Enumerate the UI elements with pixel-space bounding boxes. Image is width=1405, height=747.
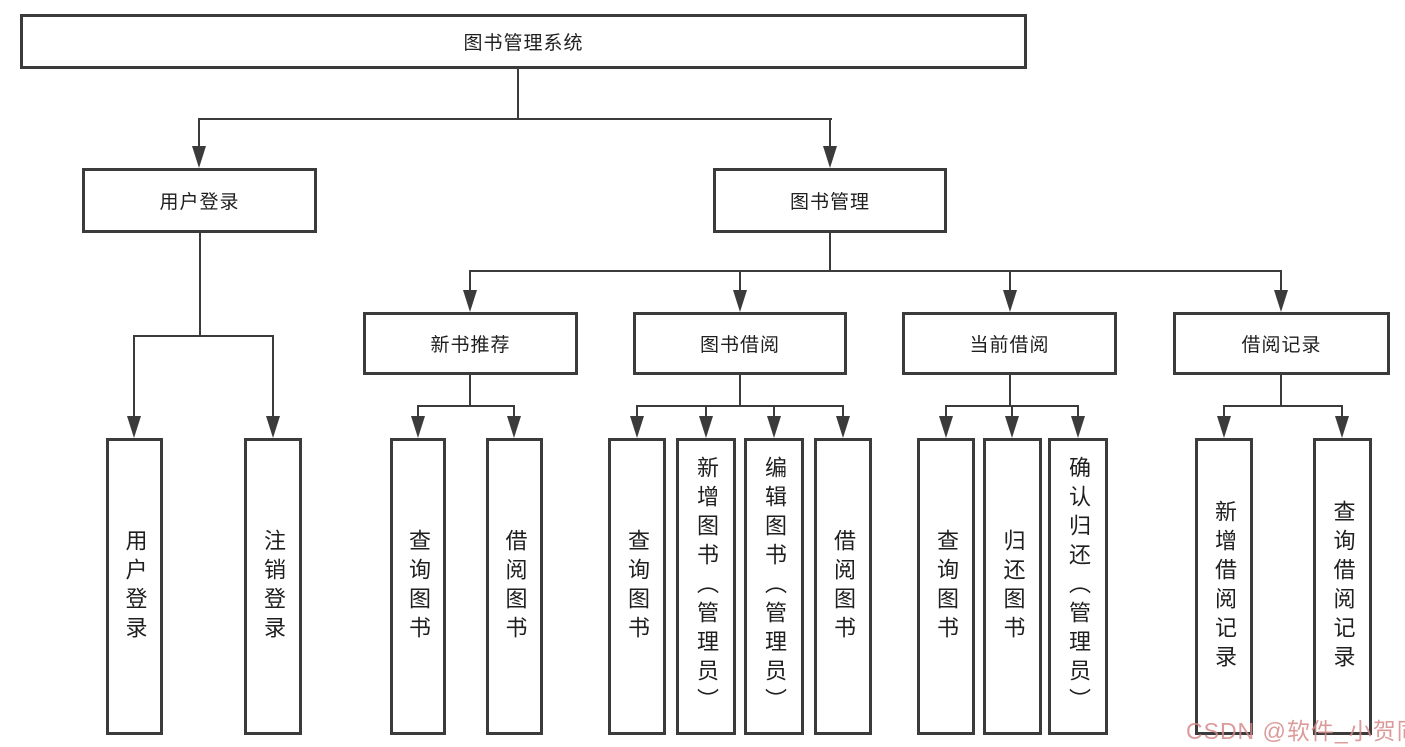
- arrowhead-bb-query: [630, 416, 644, 438]
- node-book-management: 图书管理: [713, 168, 947, 233]
- arrowhead-nb-borrow: [507, 416, 521, 438]
- connector-drop-login-leaf: [133, 335, 135, 416]
- leaf-records-add-borrow-record: 新增借阅记录: [1195, 438, 1253, 735]
- connector-currentborrow-stem: [1009, 375, 1011, 405]
- connector-bookborrow-bus: [637, 405, 844, 407]
- arrowhead-bb-add: [699, 416, 713, 438]
- connector-userlogin-stem: [199, 233, 201, 335]
- leaf-newbooks-borrow-books: 借阅图书: [486, 438, 543, 735]
- connector-newbooks-stem: [469, 375, 471, 405]
- leaf-currentborrow-query-books: 查询图书: [917, 438, 975, 735]
- connector-drop-nb-query: [417, 405, 419, 418]
- connector-root-stem: [517, 69, 519, 118]
- connector-drop-borrow-records: [1280, 270, 1282, 292]
- arrowhead-logout-leaf: [266, 416, 280, 438]
- arrowhead-current-borrow: [1003, 290, 1017, 312]
- connector-root-bus: [198, 118, 832, 120]
- arrowhead-cb-confirm: [1071, 416, 1085, 438]
- connector-drop-br-query: [1341, 405, 1343, 418]
- connector-drop-cb-confirm: [1077, 405, 1079, 418]
- leaf-bookborrow-add-books-admin: 新增图书（管理员）: [676, 438, 736, 735]
- arrowhead-login-leaf: [127, 416, 141, 438]
- connector-drop-user-login: [198, 118, 200, 148]
- leaf-bookborrow-query-books: 查询图书: [608, 438, 666, 735]
- leaf-bookborrow-edit-books-admin: 编辑图书（管理员）: [744, 438, 804, 735]
- arrowhead-book-mgmt: [823, 146, 837, 168]
- connector-bookborrow-stem: [739, 375, 741, 405]
- connector-drop-bb-borrow: [842, 405, 844, 418]
- connector-drop-br-add: [1223, 405, 1225, 418]
- connector-drop-nb-borrow: [513, 405, 515, 418]
- connector-bookmgmt-bus: [470, 270, 1282, 272]
- leaf-currentborrow-return-books: 归还图书: [983, 438, 1042, 735]
- arrowhead-bb-borrow: [836, 416, 850, 438]
- connector-drop-cb-return: [1011, 405, 1013, 418]
- connector-newbooks-bus: [418, 405, 515, 407]
- arrowhead-cb-return: [1005, 416, 1019, 438]
- leaf-user-login: 用户登录: [106, 438, 163, 735]
- leaf-logout: 注销登录: [244, 438, 302, 735]
- arrowhead-user-login: [192, 146, 206, 168]
- arrowhead-book-borrow: [733, 290, 747, 312]
- connector-drop-cb-query: [945, 405, 947, 418]
- connector-drop-bb-add: [705, 405, 707, 418]
- arrowhead-bb-edit: [767, 416, 781, 438]
- arrowhead-br-add: [1217, 416, 1231, 438]
- arrowhead-new-books: [463, 290, 477, 312]
- connector-userlogin-bus: [134, 335, 274, 337]
- leaf-newbooks-query-books: 查询图书: [390, 438, 446, 735]
- leaf-records-query-borrow-record: 查询借阅记录: [1313, 438, 1372, 735]
- arrowhead-br-query: [1335, 416, 1349, 438]
- arrowhead-cb-query: [939, 416, 953, 438]
- node-new-book-recommend: 新书推荐: [363, 312, 578, 375]
- connector-borrowrecords-bus: [1224, 405, 1343, 407]
- connector-drop-current-borrow: [1009, 270, 1011, 292]
- connector-drop-new-books: [469, 270, 471, 292]
- csdn-watermark: CSDN @软件_小贺同学: [1186, 718, 1405, 744]
- leaf-bookborrow-borrow-books: 借阅图书: [814, 438, 872, 735]
- connector-borrowrecords-stem: [1280, 375, 1282, 405]
- connector-drop-book-mgmt: [829, 118, 831, 148]
- connector-drop-bb-query: [636, 405, 638, 418]
- connector-drop-book-borrow: [739, 270, 741, 292]
- connector-drop-bb-edit: [773, 405, 775, 418]
- arrowhead-borrow-records: [1274, 290, 1288, 312]
- node-current-borrowing: 当前借阅: [902, 312, 1117, 375]
- connector-bookmgmt-stem: [829, 233, 831, 270]
- connector-drop-logout-leaf: [272, 335, 274, 416]
- node-borrowing-records: 借阅记录: [1173, 312, 1390, 375]
- leaf-currentborrow-confirm-return-admin: 确认归还（管理员）: [1048, 438, 1108, 735]
- node-root-book-management-system: 图书管理系统: [20, 14, 1027, 69]
- node-book-borrowing: 图书借阅: [633, 312, 847, 375]
- node-user-login: 用户登录: [82, 168, 317, 233]
- arrowhead-nb-query: [411, 416, 425, 438]
